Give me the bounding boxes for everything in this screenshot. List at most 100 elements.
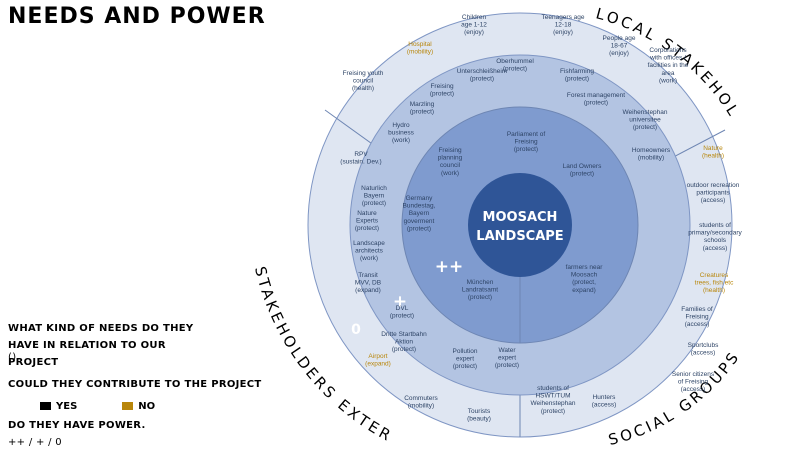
center-circle: [468, 173, 572, 277]
stakeholder-label: Hospital(mobility): [407, 41, 433, 56]
stakeholder-label-line: Hospital: [408, 41, 432, 48]
center-label-line1: MOOSACH: [483, 210, 558, 225]
stakeholder-label: Unterschleißheim(protect): [457, 68, 508, 83]
stakeholder-label-line: Children: [462, 14, 487, 21]
stakeholder-label-line: (work): [360, 255, 378, 262]
stakeholder-label-line: Nature: [703, 145, 723, 152]
stakeholder-label-line: Airport: [368, 353, 387, 360]
stakeholder-label-line: Weihenstephan: [622, 109, 667, 116]
stakeholder-label: Freising(protect): [430, 83, 454, 98]
stakeholder-label-line: goverment: [404, 218, 435, 225]
stakeholder-label-line: (enjoy): [553, 29, 573, 36]
stakeholder-label: Land Owners(protect): [563, 163, 602, 178]
power-mark-zero: 0: [351, 322, 361, 338]
stakeholder-label: RPV(sustain. Dev.): [340, 151, 381, 166]
stakeholder-label-line: (work): [392, 137, 410, 144]
stakeholder-label-line: council: [353, 78, 374, 85]
stakeholder-label-line: RPV: [354, 151, 368, 158]
stakeholder-label-line: (protect): [584, 100, 608, 107]
stakeholder-label-line: (protect): [390, 313, 414, 320]
stakeholder-label-line: architects: [355, 248, 384, 255]
stakeholder-label-line: age 1-12: [461, 22, 487, 29]
stakeholder-label-line: Senior citizens: [672, 371, 715, 378]
power-mark-plus: +: [393, 292, 407, 312]
stakeholder-label: Tourists(beauty): [467, 408, 491, 423]
legend-power-question: DO THEY HAVE POWER.: [8, 420, 146, 431]
stakeholder-label-line: (protect,: [572, 279, 596, 286]
stakeholder-label-line: (work): [659, 77, 677, 84]
stakeholder-label-line: of Freising: [678, 379, 709, 386]
stakeholder-label-line: Hunters: [593, 394, 617, 401]
stakeholder-label-line: (protect): [470, 76, 494, 83]
center-label-line2: LANDSCAPE: [476, 229, 563, 244]
stakeholder-label-line: (health): [702, 153, 724, 160]
stakeholder-label-line: students of: [699, 222, 731, 229]
stakeholder-label-line: (protect): [355, 225, 379, 232]
stakeholder-label-line: Sportclubs: [688, 342, 719, 349]
stakeholder-label-line: Landscape: [353, 240, 385, 247]
stakeholder-label-line: (protect): [633, 124, 657, 131]
stakeholder-label-line: Freising: [685, 314, 709, 321]
stakeholder-label-line: Dritte Startbahn: [381, 331, 427, 338]
stakeholder-label-line: (access): [691, 350, 716, 357]
stakeholder-label-line: 12-18: [555, 22, 572, 29]
power-mark-plusplus: ++: [435, 257, 464, 277]
stakeholder-label-line: Experts: [356, 218, 379, 225]
stakeholder-label: Marzling(protect): [410, 101, 435, 116]
stakeholder-label-line: (health): [703, 287, 725, 294]
stakeholder-label-line: (mobility): [638, 155, 664, 162]
stakeholder-label-line: (protect): [362, 200, 386, 207]
stakeholder-label-line: (health): [352, 85, 374, 92]
stakeholder-label-line: expert: [498, 355, 516, 362]
stakeholder-label-line: (mobility): [408, 403, 434, 410]
stakeholder-label-line: Freising youth: [343, 70, 384, 77]
stakeholder-label-line: (protect): [453, 363, 477, 370]
stakeholder-label-line: primary/secondary: [688, 230, 742, 237]
stakeholder-label: DVL(protect): [390, 305, 414, 320]
stakeholder-label-line: People age: [603, 35, 636, 42]
stakeholder-label: Hunters(access): [592, 394, 617, 409]
stakeholder-label-line: planning: [438, 155, 463, 162]
stakeholder-label-line: Germany: [406, 195, 433, 202]
stakeholder-label-line: business: [388, 130, 414, 137]
stakeholder-label-line: participants: [696, 190, 730, 197]
legend-swatches: YES NO: [40, 401, 155, 412]
stakeholder-label: Nature(health): [702, 145, 724, 160]
stakeholder-label-line: expand): [572, 287, 596, 294]
stakeholder-label-line: (expand): [355, 287, 381, 294]
stakeholder-label-line: (enjoy): [609, 50, 629, 57]
stakeholder-label-line: Freising: [438, 147, 462, 154]
stakeholder-label-line: Oberhummel: [496, 58, 534, 65]
stakeholder-label-line: Bayern: [364, 193, 385, 200]
stakeholder-label-line: area: [661, 70, 674, 77]
legend-yes: YES: [56, 401, 78, 412]
stakeholder-label-line: HSWT/TUM: [535, 393, 570, 400]
stakeholder-label-line: (beauty): [467, 416, 491, 423]
stakeholder-label: Sportclubs(access): [688, 342, 719, 357]
stakeholder-label-line: Hydro: [392, 122, 410, 129]
stakeholder-label-line: outdoor recreation: [687, 182, 740, 189]
stakeholder-label-line: Bayern: [409, 210, 430, 217]
stakeholder-label-line: (access): [685, 321, 710, 328]
stakeholder-label: Fishfarming(protect): [560, 68, 594, 83]
legend-power-scale: ++ / + / 0: [8, 437, 62, 448]
